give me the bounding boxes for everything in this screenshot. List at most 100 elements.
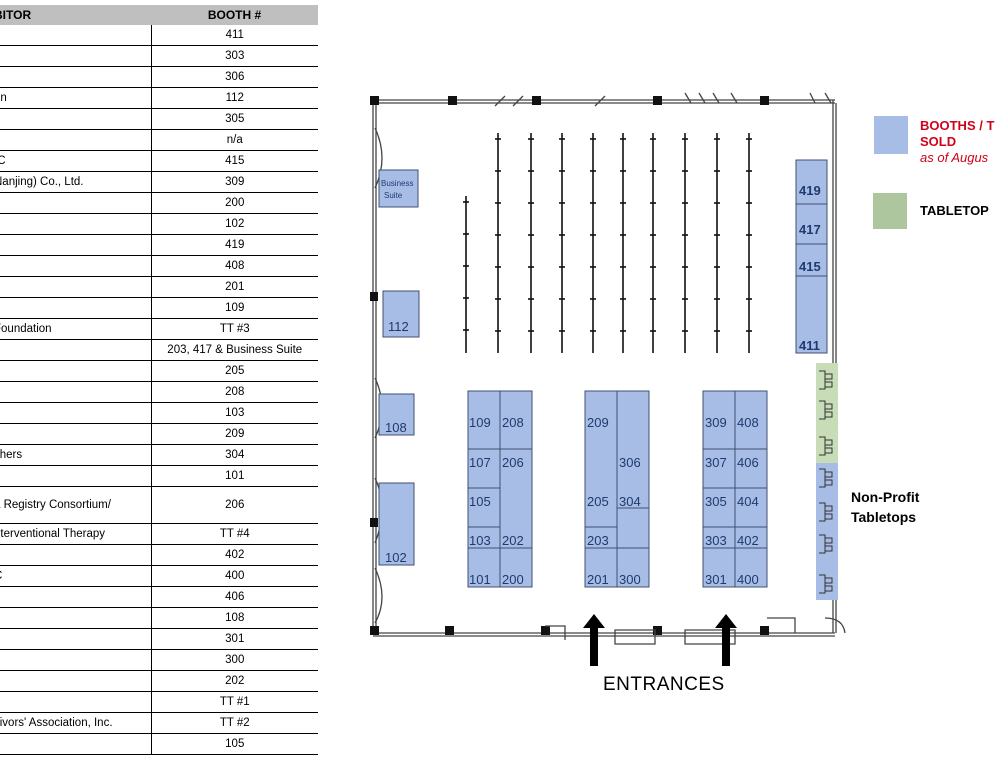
booth-406-label: 406: [737, 455, 759, 470]
booth-203-label: 203: [587, 533, 609, 548]
table-row: s402: [0, 544, 318, 566]
exhibitor-name-cell: [0, 276, 151, 298]
booth-number-cell: 415: [150, 150, 318, 172]
booth-202-label: 202: [502, 533, 524, 548]
nonprofit-tabletops-strip[interactable]: [816, 363, 838, 600]
booth-number-cell: 408: [150, 255, 318, 277]
table-row: on112: [0, 87, 318, 109]
booth-307-label: 307: [705, 455, 727, 470]
exhibitor-name-cell: [0, 628, 151, 650]
exhibitor-table-body: 411303306on112305n/a.C415Nanjing) Co., L…: [0, 25, 318, 755]
exhibitor-name-cell: on: [0, 87, 151, 109]
booth-number-cell: 109: [150, 297, 318, 319]
exhibitor-name-cell: .C: [0, 150, 151, 172]
booth-number-cell: TT #2: [150, 712, 318, 734]
exhibitor-name-cell: a Registry Consortium/: [0, 486, 151, 524]
exhibitor-name-cell: [0, 66, 151, 88]
tabletop-legend-swatch: [873, 193, 907, 229]
booth-109-label: 109: [469, 415, 491, 430]
table-row: 202: [0, 670, 318, 692]
exhibitor-name-cell: [0, 586, 151, 608]
table-row: 209: [0, 423, 318, 445]
exhibitor-name-cell: vivors' Association, Inc.: [0, 712, 151, 734]
booth-number-cell: TT #1: [150, 691, 318, 713]
table-row: 103: [0, 402, 318, 424]
table-row: TT #1: [0, 691, 318, 713]
table-header-row: BITOR BOOTH #: [0, 5, 318, 25]
exhibitor-name-cell: C: [0, 565, 151, 587]
booth-304-label: 304: [619, 494, 641, 509]
table-row: 200: [0, 192, 318, 214]
booth-108[interactable]: 108: [378, 393, 415, 436]
tabletop-icon: [819, 502, 833, 522]
booth-number-cell: 400: [150, 565, 318, 587]
table-row: 105: [0, 733, 318, 755]
table-row: 208: [0, 381, 318, 403]
booth-411-label: 411: [799, 338, 820, 353]
booth-number-cell: 303: [150, 45, 318, 67]
booth-102[interactable]: 102: [378, 482, 415, 566]
business-suite-label-1: Business: [381, 179, 413, 188]
booth-419-label: 419: [799, 183, 821, 198]
exhibitor-name-cell: [0, 25, 151, 46]
booth-206-label: 206: [502, 455, 524, 470]
exhibitor-name-cell: [0, 670, 151, 692]
booth-label: 102: [385, 550, 407, 565]
booth-number-cell: 309: [150, 171, 318, 193]
exhibitor-name-cell: [0, 691, 151, 713]
exhibitor-name-cell: [0, 607, 151, 629]
floor-plan: Business Suite 112 108 102 419 417 415 4…: [370, 92, 846, 666]
table-row: a Registry Consortium/206: [0, 486, 318, 524]
nonprofit-tabletops-label: Non-Profit Tabletops: [851, 489, 920, 525]
booth-415-label: 415: [799, 259, 821, 274]
table-row: 303: [0, 45, 318, 67]
exhibitor-name-cell: [0, 108, 151, 130]
exhibitor-name-cell: [0, 465, 151, 487]
business-suite-booth[interactable]: Business Suite: [378, 169, 419, 208]
table-row: 301: [0, 628, 318, 650]
table-row: 406: [0, 586, 318, 608]
tabletop-icon: [819, 574, 833, 594]
booth-103-label: 103: [469, 533, 491, 548]
entrance-arrow-right: [715, 614, 737, 666]
table-row: 201: [0, 276, 318, 298]
booth-301-label: 301: [705, 572, 727, 587]
booth-label: 108: [385, 420, 407, 435]
booth-number-cell: 306: [150, 66, 318, 88]
booth-number-cell: 208: [150, 381, 318, 403]
tabletop-icon: [819, 468, 833, 488]
booth-number-cell: 102: [150, 213, 318, 235]
pipe-and-drape-lines: [463, 133, 752, 353]
booth-number-cell: 103: [150, 402, 318, 424]
right-booth-column[interactable]: 419 417 415 411: [795, 159, 828, 354]
tabletop-icon: [819, 370, 833, 390]
table-row: e109: [0, 297, 318, 319]
booth-408-label: 408: [737, 415, 759, 430]
booth-404-label: 404: [737, 494, 759, 509]
exhibitor-name-cell: [0, 234, 151, 256]
booth-island-300-400[interactable]: 309 307 305 303 301 408 406 404 402 400: [702, 390, 768, 588]
booth-200-label: 200: [502, 572, 524, 587]
exhibitor-name-cell: [0, 339, 151, 361]
exhibitor-name-cell: Nanjing) Co., Ltd.: [0, 171, 151, 193]
tabletop-icons: [819, 370, 833, 594]
sold-legend-date: as of Augus: [920, 150, 989, 165]
booth-island-100-200[interactable]: 109 107 105 103 101 208 206 202 200: [467, 390, 533, 588]
booth-number-cell: 108: [150, 607, 318, 629]
exhibitor-name-cell: [0, 360, 151, 382]
booth-112[interactable]: 112: [382, 290, 420, 338]
exhibitor-name-cell: [0, 733, 151, 755]
booth-205-label: 205: [587, 494, 609, 509]
booth-label: 112: [388, 319, 409, 334]
booth-400-label: 400: [737, 572, 759, 587]
booth-201-label: 201: [587, 572, 609, 587]
exhibitor-name-cell: Foundation: [0, 318, 151, 340]
table-row: 108: [0, 607, 318, 629]
table-row: 300: [0, 649, 318, 671]
booth-number-cell: TT #4: [150, 523, 318, 545]
booth-number-cell: 203, 417 & Business Suite: [150, 339, 318, 361]
booth-island-200-300[interactable]: 209 205 203 201 306 304 300: [584, 390, 650, 588]
tabletop-icon: [819, 436, 833, 456]
exhibitor-name-cell: [0, 192, 151, 214]
